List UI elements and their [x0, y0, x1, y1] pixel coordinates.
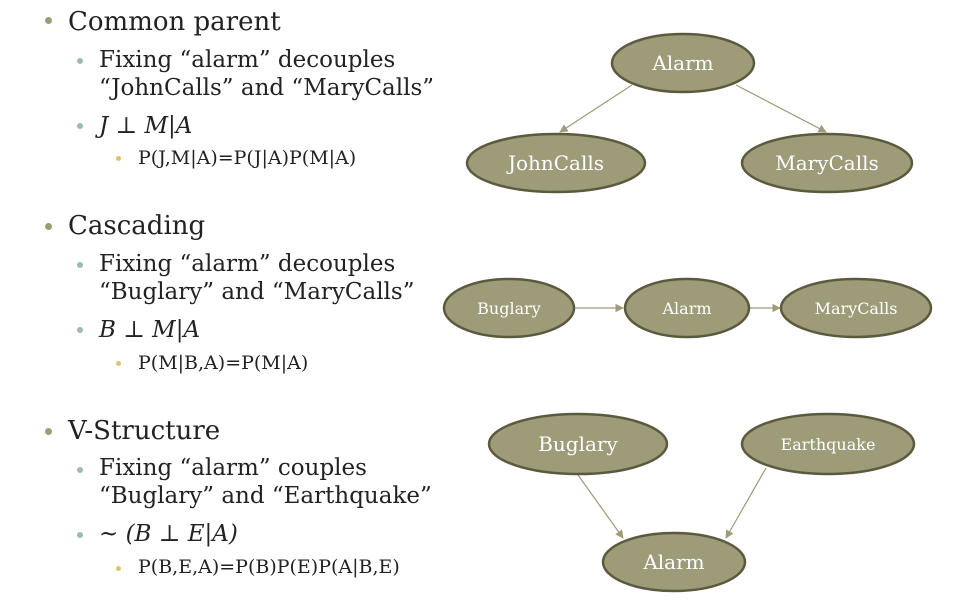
section-2-description-line-1: Fixing “alarm” decouples — [99, 251, 396, 277]
node-alarm-cascade-label: Alarm — [661, 299, 711, 318]
node-buglary-v — [487, 412, 669, 476]
node-alarm-v-label: Alarm — [642, 550, 704, 574]
v-structure-edges — [577, 467, 767, 539]
node-marycalls-cascade-label: MaryCalls — [815, 299, 898, 318]
node-marycalls-common — [740, 132, 914, 194]
v-structure-diagram: Buglary Earthquake Alarm — [487, 412, 916, 593]
section-2-independence-bullet — [77, 327, 83, 333]
section-2-bullet — [45, 223, 52, 230]
cascading-diagram: Buglary Alarm MaryCalls — [442, 277, 933, 339]
section-3-equation: P(B,E,A)=P(B)P(E)P(A|B,E) — [138, 556, 400, 578]
common-parent-edges — [559, 84, 827, 133]
node-marycalls-common-label: MaryCalls — [775, 151, 879, 175]
section-3-independence: ~ (B ⊥ E|A) — [99, 521, 238, 547]
section-2-description-line-2: “Buglary” and “MaryCalls” — [99, 279, 415, 305]
common-parent-diagram: Alarm JohnCalls MaryCalls — [465, 32, 914, 194]
section-2-equation-bullet — [116, 361, 121, 366]
section-3-sub-bullet — [77, 467, 83, 473]
edge-alarm-marycalls — [735, 84, 827, 133]
section-1-independence-bullet — [77, 123, 83, 129]
section-1-equation-bullet — [116, 156, 121, 161]
section-2-heading: Cascading — [68, 211, 206, 241]
node-alarm-common-label: Alarm — [651, 51, 713, 75]
section-1-equation: P(J,M|A)=P(J|A)P(M|A) — [138, 147, 357, 169]
section-1-description-line-1: Fixing “alarm” decouples — [99, 47, 396, 73]
section-1-heading: Common parent — [68, 7, 281, 37]
section-3-independence-bullet — [77, 532, 83, 538]
section-1-independence: J ⊥ M|A — [99, 113, 193, 139]
section-2-equation: P(M|B,A)=P(M|A) — [138, 352, 309, 374]
node-earthquake-v — [740, 412, 916, 476]
section-2-sub-bullet — [77, 262, 83, 268]
section-3-description-line-1: Fixing “alarm” couples — [99, 455, 367, 481]
node-marycalls-cascade — [779, 277, 933, 339]
section-3-heading: V-Structure — [68, 416, 221, 446]
edge-buglary-alarm-v — [577, 474, 624, 539]
section-3-bullet — [45, 428, 52, 435]
node-alarm-cascade — [623, 277, 751, 339]
node-buglary-v-label: Buglary — [538, 432, 618, 456]
section-3-equation-bullet — [116, 566, 121, 571]
node-buglary-cascade-label: Buglary — [477, 299, 541, 318]
section-2-independence: B ⊥ M|A — [99, 317, 201, 343]
section-1-sub-bullet — [77, 58, 83, 64]
section-1-description-line-2: “JohnCalls” and “MaryCalls” — [99, 75, 435, 101]
node-buglary-cascade — [442, 277, 576, 339]
edge-alarm-johncalls — [559, 84, 633, 133]
node-alarm-v — [601, 531, 747, 593]
node-earthquake-v-label: Earthquake — [781, 435, 876, 454]
node-johncalls — [465, 132, 647, 194]
section-1-bullet — [45, 17, 52, 24]
node-johncalls-label: JohnCalls — [506, 151, 604, 175]
edge-earthquake-alarm-v — [725, 467, 767, 539]
node-alarm-common — [610, 32, 756, 94]
section-3-description-line-2: “Buglary” and “Earthquake” — [99, 483, 432, 509]
